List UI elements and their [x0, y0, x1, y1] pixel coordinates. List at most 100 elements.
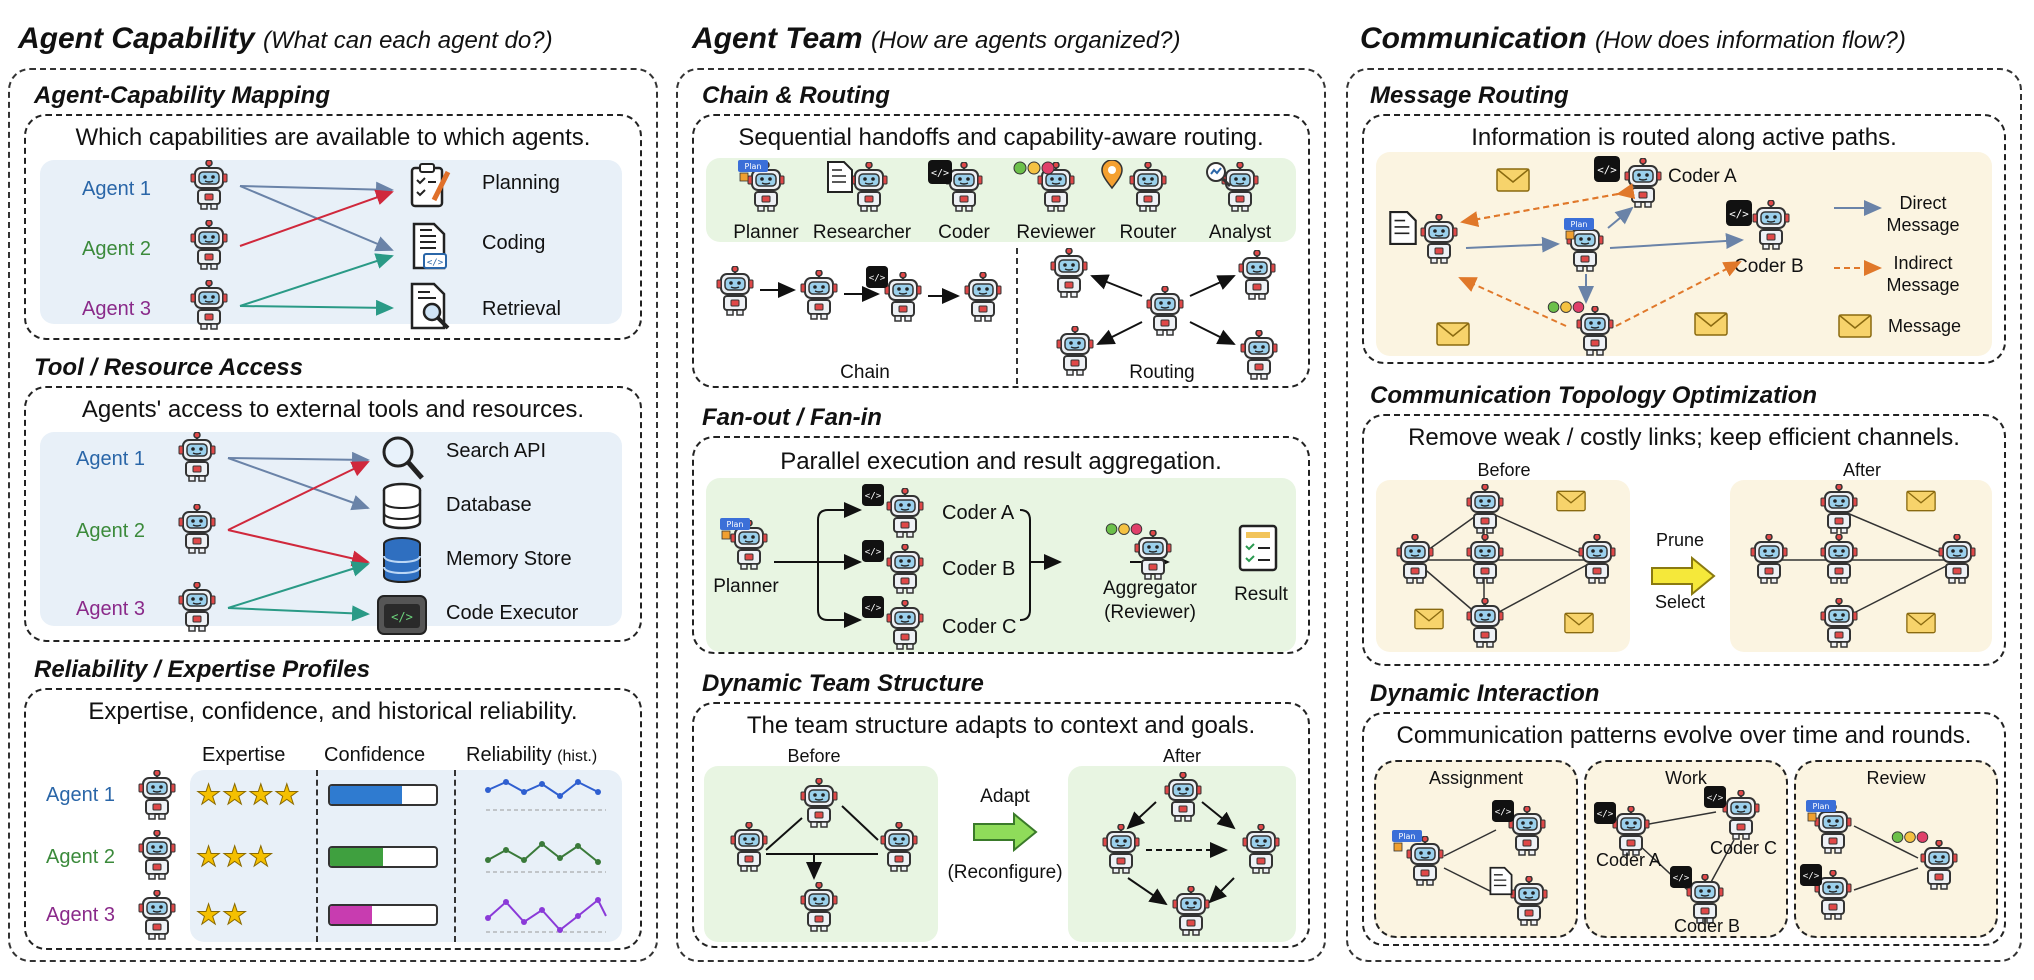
communication-column-frame [1346, 68, 2022, 962]
agent-label: Agent 1 [76, 448, 145, 470]
section-description: Agents' access to external tools and res… [81, 396, 585, 423]
legend-arrows [1834, 200, 1882, 276]
coder-label: Coder B [1674, 916, 1741, 936]
agent-label: Agent 3 [46, 904, 115, 926]
resource-label: Search API [446, 440, 547, 462]
assignment-links [1443, 829, 1497, 895]
code-icon [928, 160, 952, 184]
robot-icon [136, 830, 178, 880]
chain-label: Chain [840, 362, 890, 383]
robot-icon [1748, 534, 1790, 584]
envelope-icon [1906, 490, 1936, 512]
coder-label: Coder C [942, 616, 1017, 638]
chain-arrows [760, 282, 960, 304]
robot-icon [1464, 534, 1506, 584]
section-description: Expertise, confidence, and historical re… [88, 698, 578, 725]
reliability-header-note: (hist.) [557, 748, 598, 765]
code-icon [1800, 864, 1822, 886]
capability-label: Coding [482, 232, 546, 254]
role-label: Router [1119, 222, 1177, 243]
section-description: Information is routed along active paths… [1471, 124, 1897, 151]
confidence-fill [330, 786, 403, 804]
capability-label: Retrieval [482, 298, 561, 320]
code-file-icon: </> [412, 222, 447, 270]
code-icon [1704, 786, 1726, 808]
envelope-icon [1906, 612, 1936, 634]
robot-icon [1464, 484, 1506, 534]
column-divider [316, 770, 318, 942]
planner-label: Planner [713, 576, 779, 597]
expertise-header: Expertise [202, 744, 286, 766]
robot-icon [1818, 598, 1860, 648]
robot-icon [1508, 876, 1550, 926]
column-subtitle: (How are agents organized?) [870, 27, 1181, 54]
plan-icon [1392, 830, 1422, 852]
role-label: Analyst [1208, 222, 1272, 243]
tools-arrows [227, 451, 370, 622]
search-icon [382, 436, 424, 480]
phase-label: Work [1665, 768, 1707, 788]
legend-text: Direct [1899, 193, 1947, 213]
section-heading: Message Routing [1370, 82, 1569, 109]
database-icon [382, 482, 422, 530]
agent-label: Agent 1 [82, 178, 151, 200]
robot-icon [1818, 534, 1860, 584]
expertise-stars: ★★★★ [195, 779, 301, 811]
resource-label: Code Executor [446, 602, 579, 624]
coder-b-label: Coder B [1734, 256, 1804, 277]
column-title-text: Agent Team [692, 22, 863, 55]
after-label: After [1842, 460, 1881, 480]
code-icon [1670, 866, 1692, 888]
before-arrows [765, 805, 879, 880]
robot-icon [1576, 534, 1618, 584]
phase-work [1584, 760, 1788, 938]
review-icon [1013, 161, 1055, 175]
capability-label: Planning [482, 172, 560, 194]
svg-text:</>: </> [427, 258, 444, 268]
analyst-icon [1206, 162, 1232, 188]
after-arrows [1126, 801, 1236, 906]
prune-arrow-icon [1651, 556, 1716, 596]
robot-icon [1936, 534, 1978, 584]
confidence-bar [328, 904, 438, 926]
agent-label: Agent 3 [76, 598, 145, 620]
robot-icon [1127, 162, 1169, 212]
memory-store-icon [383, 537, 421, 584]
role-label: Planner [733, 222, 799, 243]
agent-label: Agent 2 [82, 238, 151, 260]
section-description: Remove weak / costly links; keep efficie… [1408, 424, 1960, 451]
coder-label: Coder A [1596, 850, 1662, 870]
chain-routing-divider [1016, 248, 1018, 384]
robot-icon [1394, 534, 1436, 584]
robot-icon [1610, 806, 1652, 856]
agent-label: Agent 2 [46, 846, 115, 868]
confidence-fill [330, 906, 373, 924]
reconfigure-label: (Reconfigure) [947, 862, 1063, 883]
section-description: Sequential handoffs and capability-aware… [738, 124, 1264, 151]
section-description: Which capabilities are available to whic… [75, 124, 591, 151]
phase-label: Assignment [1428, 768, 1524, 788]
column-title-text: Communication [1360, 22, 1587, 55]
column-title-capability: Agent Capability (What can each agent do… [18, 22, 553, 56]
robot-icon [1918, 840, 1960, 890]
routing-label: Routing [1129, 362, 1195, 383]
clipboard-icon [410, 163, 451, 208]
robot-icon [136, 890, 178, 940]
router-pin-icon [1101, 160, 1123, 190]
result-label: Result [1234, 584, 1288, 605]
legend-text: Indirect [1893, 253, 1953, 273]
plan-icon [1806, 800, 1836, 822]
envelope-icon [1838, 314, 1872, 338]
section-description: The team structure adapts to context and… [746, 712, 1256, 739]
roles-panel [706, 158, 1296, 242]
aggregator-label: Aggregator [1102, 578, 1197, 599]
section-description: Communication patterns evolve over time … [1396, 722, 1972, 749]
coder-a-label: Coder A [1668, 166, 1737, 187]
routing-arrows [1090, 274, 1236, 345]
section-heading: Dynamic Interaction [1370, 680, 1600, 707]
agent-label: Agent 2 [76, 520, 145, 542]
robot-icon [1720, 790, 1762, 840]
agent-label: Agent 1 [46, 784, 115, 806]
